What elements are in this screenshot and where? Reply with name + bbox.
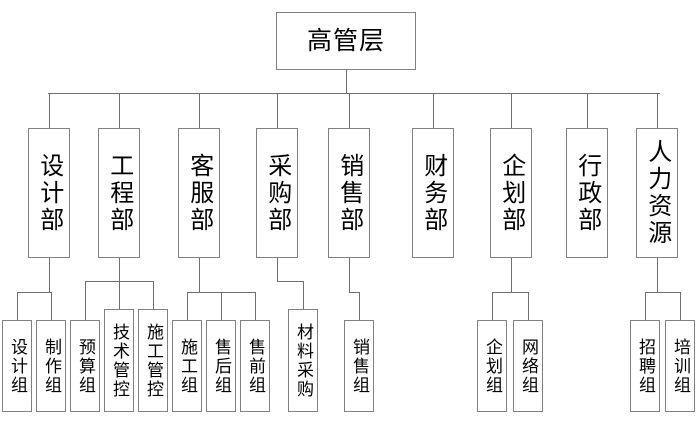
node-planning-team[interactable]: 企划组 (477, 320, 507, 412)
node-pre-sales-team-label: 售前组 (245, 337, 265, 395)
node-produce-team[interactable]: 制作组 (36, 320, 66, 412)
node-engineering-label: 工程部 (105, 152, 134, 234)
node-recruiting-team[interactable]: 招聘组 (630, 320, 660, 412)
node-after-sales-team-label: 售后组 (211, 337, 231, 395)
connector-engineering-stem (119, 258, 120, 281)
node-planning-label: 企划部 (497, 152, 526, 234)
node-construction-team[interactable]: 施工组 (172, 320, 202, 412)
connector-human-resources-up (657, 93, 658, 128)
node-human-resources[interactable]: 人力资源 (636, 128, 678, 258)
connector-administration-up (587, 93, 588, 128)
node-planning-team-label: 企划组 (482, 337, 502, 395)
connector-pre-sales-team-up (255, 292, 256, 320)
node-design-team[interactable]: 设计组 (2, 320, 32, 412)
node-finance-label: 财务部 (419, 152, 448, 234)
node-training-team[interactable]: 培训组 (665, 320, 695, 412)
node-customer-service[interactable]: 客服部 (178, 128, 220, 258)
connector-finance-up (433, 93, 434, 128)
node-sales-team[interactable]: 销售组 (344, 320, 374, 412)
node-tech-control-team-label: 技术管控 (109, 322, 129, 399)
node-budget-team[interactable]: 预算组 (70, 320, 100, 412)
node-finance[interactable]: 财务部 (412, 128, 454, 258)
connector-design-up (49, 93, 50, 128)
node-recruiting-team-label: 招聘组 (635, 337, 655, 395)
node-constr-control-team-label: 施工管控 (143, 322, 163, 399)
connector-root-down (346, 70, 347, 93)
connector-sales-team-up (359, 292, 360, 320)
connector-customer-service-stem (199, 258, 200, 292)
connector-constr-control-team-up (153, 281, 154, 309)
node-produce-team-label: 制作组 (41, 337, 61, 395)
node-procurement[interactable]: 采购部 (256, 128, 298, 258)
connector-human-resources-branch (645, 292, 680, 293)
node-constr-control-team[interactable]: 施工管控 (138, 309, 168, 412)
node-procurement-label: 采购部 (263, 152, 292, 234)
node-engineering[interactable]: 工程部 (98, 128, 140, 258)
connector-network-team-up (528, 292, 529, 320)
node-sales-label: 销售部 (335, 152, 364, 234)
connector-training-team-up (680, 292, 681, 320)
connector-engineering-up (119, 93, 120, 128)
node-design-label: 设计部 (35, 152, 64, 234)
connector-human-resources-stem (657, 258, 658, 292)
node-network-team[interactable]: 网络组 (513, 320, 543, 412)
node-training-team-label: 培训组 (670, 337, 690, 395)
node-sales[interactable]: 销售部 (328, 128, 370, 258)
node-administration[interactable]: 行政部 (566, 128, 608, 258)
connector-construction-team-up (187, 292, 188, 320)
connector-design-branch (17, 292, 51, 293)
node-network-team-label: 网络组 (518, 337, 538, 395)
connector-sales-stem (349, 258, 350, 292)
connector-produce-team-up (51, 292, 52, 320)
connector-sales-up (349, 93, 350, 128)
node-sales-team-label: 销售组 (349, 337, 369, 395)
node-tech-control-team[interactable]: 技术管控 (104, 309, 134, 412)
connector-tech-control-team-up (119, 281, 120, 309)
node-human-resources-label: 人力资源 (643, 139, 672, 247)
node-budget-team-label: 预算组 (75, 337, 95, 395)
connector-recruiting-team-up (645, 292, 646, 320)
node-construction-team-label: 施工组 (177, 337, 197, 395)
connector-procurement-branch (277, 281, 303, 282)
node-planning[interactable]: 企划部 (490, 128, 532, 258)
connector-planning-stem (511, 258, 512, 292)
node-design[interactable]: 设计部 (28, 128, 70, 258)
node-customer-service-label: 客服部 (185, 152, 214, 234)
connector-budget-team-up (85, 281, 86, 320)
connector-material-purchase-team-up (303, 281, 304, 309)
connector-sales-branch (349, 292, 359, 293)
connector-planning-team-up (492, 292, 493, 320)
connector-bus (48, 93, 660, 94)
connector-procurement-stem (277, 258, 278, 281)
node-pre-sales-team[interactable]: 售前组 (240, 320, 270, 412)
connector-after-sales-team-up (221, 292, 222, 320)
connector-design-team-up (17, 292, 18, 320)
node-exec-label: 高管层 (306, 26, 385, 56)
node-administration-label: 行政部 (573, 152, 602, 234)
node-material-purchase-team-label: 材料采购 (293, 322, 313, 399)
node-material-purchase-team[interactable]: 材料采购 (288, 309, 318, 412)
node-exec[interactable]: 高管层 (276, 12, 416, 70)
connector-planning-branch (492, 292, 528, 293)
node-after-sales-team[interactable]: 售后组 (206, 320, 236, 412)
node-design-team-label: 设计组 (7, 337, 27, 395)
connector-planning-up (511, 93, 512, 128)
connector-design-stem (49, 258, 50, 292)
connector-customer-service-up (199, 93, 200, 128)
connector-procurement-up (277, 93, 278, 128)
